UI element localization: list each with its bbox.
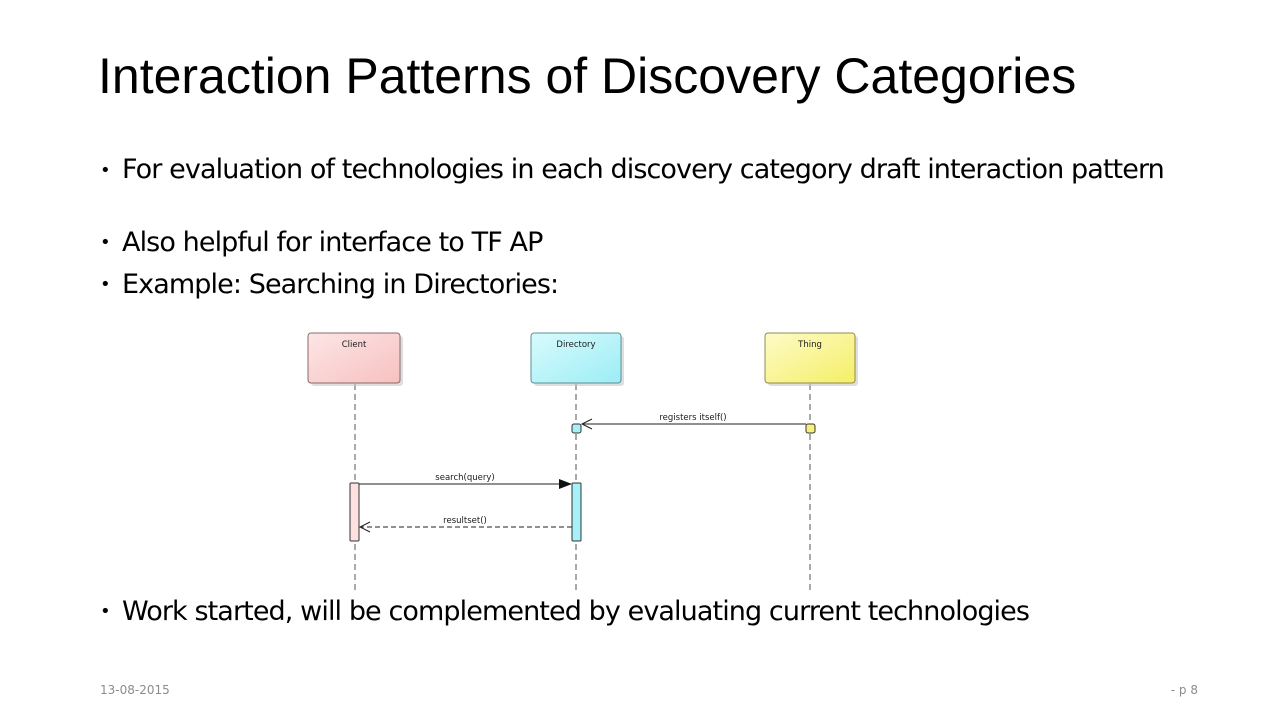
footer-date: 13-08-2015 — [100, 683, 170, 697]
participant-client: Client — [307, 332, 403, 386]
message-search-query: search(query) — [359, 473, 572, 489]
open-arrowhead — [358, 521, 371, 533]
directory-activation-bar — [571, 482, 582, 542]
participant-label: Thing — [797, 340, 822, 350]
participant-label: Client — [342, 340, 367, 350]
message-resultset: resultset() — [358, 516, 572, 533]
thing-activation-point — [805, 423, 816, 434]
footer-page-number: - p 8 — [1170, 683, 1198, 697]
participant-label: Directory — [556, 340, 595, 350]
slide-title: Interaction Patterns of Discovery Catego… — [98, 48, 1077, 104]
filled-arrowhead — [559, 479, 572, 489]
participant-thing: Thing — [764, 332, 858, 386]
open-arrowhead — [580, 418, 593, 430]
message-label: resultset() — [443, 516, 487, 526]
message-registers-itself: registers itself() — [571, 413, 816, 434]
participant-directory: Directory — [530, 332, 624, 386]
directory-activation-point — [571, 423, 582, 434]
message-label: registers itself() — [659, 413, 726, 423]
message-label: search(query) — [435, 473, 494, 483]
client-activation-bar — [349, 482, 360, 542]
